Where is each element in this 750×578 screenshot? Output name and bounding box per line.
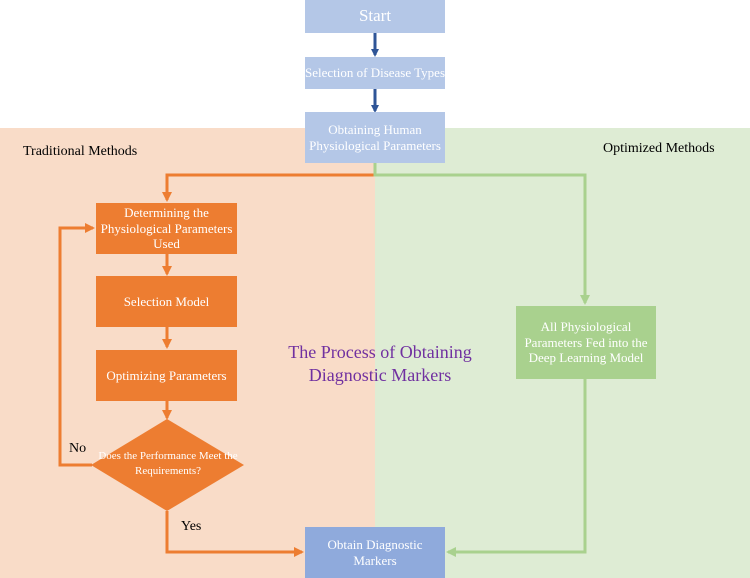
obtain-markers-label: Obtain Diagnostic Markers	[327, 536, 423, 568]
traditional-methods-label: Traditional Methods	[23, 144, 138, 159]
selection-model-node: Selection Model	[96, 276, 237, 327]
determining-parameters-label: Determining the Physiological Parameters…	[100, 205, 233, 252]
all-parameters-label: All Physiological Parameters Fed into th…	[524, 319, 648, 366]
arrow-decision-yes-to-obtain-markers	[165, 511, 304, 557]
arrow-obtaining-to-determining	[162, 163, 377, 202]
selection-model-label: Selection Model	[123, 293, 210, 309]
selection-disease-types-node: Selection of Disease Types	[305, 57, 445, 89]
decision-diamond	[91, 419, 244, 511]
selection-disease-types-label: Selection of Disease Types	[305, 65, 446, 81]
optimizing-parameters-label: Optimizing Parameters	[106, 367, 227, 383]
start-node-label: Start	[358, 6, 392, 26]
optimized-methods-label: Optimized Methods	[603, 141, 715, 156]
start-node: Start	[305, 0, 445, 33]
obtaining-parameters-node: Obtaining Human Physiological Parameters	[305, 112, 445, 163]
determining-parameters-node: Determining the Physiological Parameters…	[96, 203, 237, 254]
all-parameters-node: All Physiological Parameters Fed into th…	[516, 306, 656, 379]
optimizing-parameters-node: Optimizing Parameters	[96, 350, 237, 401]
arrow-obtaining-to-all-parameters	[373, 163, 590, 305]
obtain-markers-node: Obtain Diagnostic Markers	[305, 527, 445, 578]
diagram-title: The Process of Obtaining Diagnostic Mark…	[288, 342, 472, 385]
yes-label: Yes	[181, 519, 202, 534]
no-label: No	[69, 441, 87, 456]
decision-label: Does the Performance Meet the Requiremen…	[98, 450, 238, 477]
arrow-all-parameters-to-obtain-markers	[446, 379, 587, 557]
arrow-decision-no-loop	[58, 223, 95, 467]
obtaining-parameters-label: Obtaining Human Physiological Parameters	[309, 121, 441, 153]
